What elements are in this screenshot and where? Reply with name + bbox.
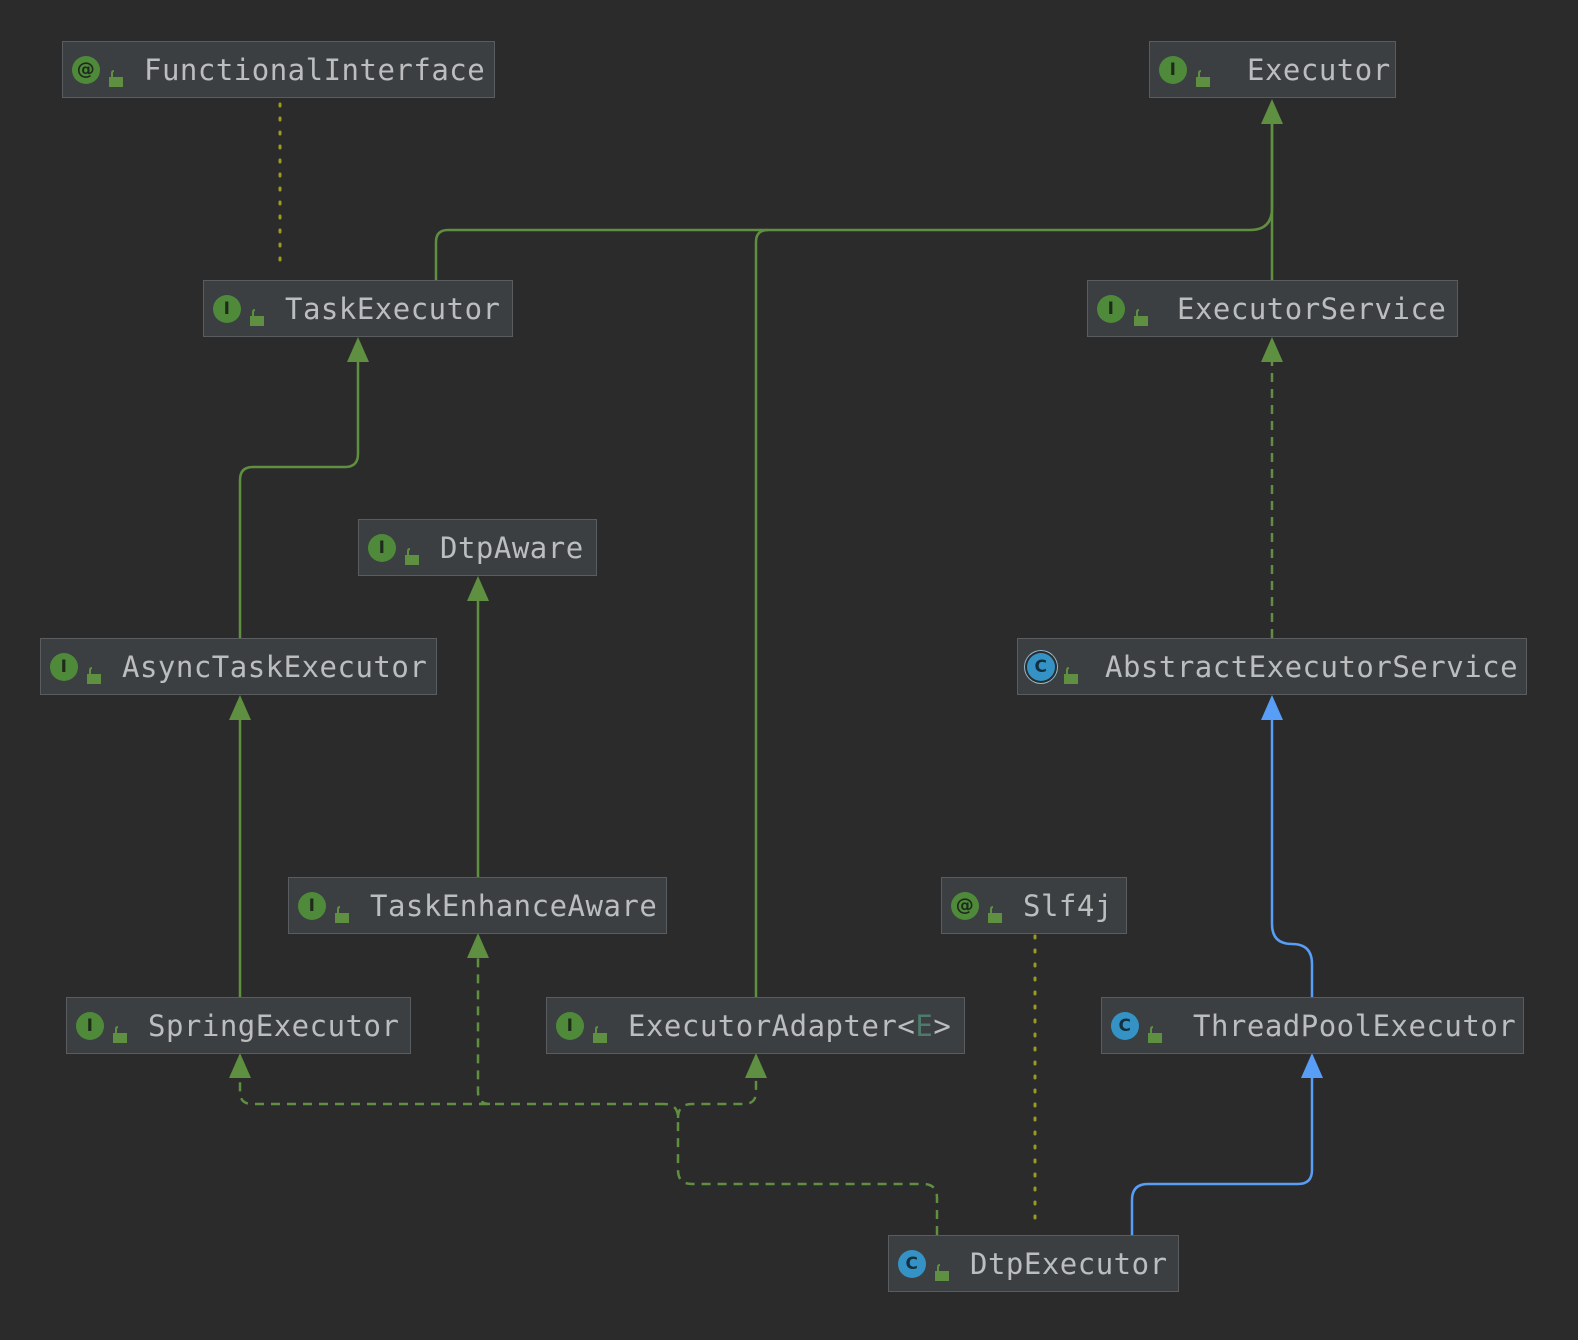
- public-access-icon: [1133, 300, 1149, 326]
- arrowhead-dtp-aware: [467, 576, 489, 601]
- interface-icon: I: [556, 1011, 584, 1040]
- node-label: DtpAware: [440, 530, 584, 565]
- class-icon: C: [898, 1249, 926, 1278]
- node-executor[interactable]: I Executor: [1149, 41, 1396, 98]
- annotation-icon: @: [72, 55, 100, 84]
- edge-dtp-executor-executor-adapter: [676, 1078, 758, 1119]
- edge-task-executor-executor: [434, 120, 1274, 280]
- node-dtp-aware[interactable]: I DtpAware: [358, 519, 597, 576]
- edge-async-task-executor-task-executor: [238, 362, 360, 638]
- arrowhead-executor-adapter: [745, 1053, 767, 1078]
- edge-dtp-executor-spring-executor: [238, 1078, 664, 1106]
- arrowhead-task-enhance-aware: [467, 933, 489, 958]
- node-label: ThreadPoolExecutor: [1193, 1008, 1517, 1043]
- public-access-icon: [112, 1017, 128, 1043]
- arrowhead-executor: [1261, 99, 1283, 124]
- public-access-icon: [334, 897, 350, 923]
- abstract-class-icon: C: [1027, 652, 1055, 681]
- public-access-icon: [249, 300, 265, 326]
- generic-type-parameter: E: [915, 1008, 934, 1043]
- interface-icon: I: [1159, 55, 1187, 84]
- public-access-icon: [86, 658, 102, 684]
- public-access-icon: [404, 539, 420, 565]
- node-label: TaskExecutor: [285, 291, 501, 326]
- node-label: ExecutorService: [1177, 291, 1447, 326]
- node-label: Executor: [1247, 52, 1391, 87]
- node-dtp-executor[interactable]: C DtpExecutor: [888, 1235, 1179, 1292]
- annotation-icon: @: [951, 891, 979, 920]
- node-abstract-executor-service[interactable]: C AbstractExecutorService: [1017, 638, 1527, 695]
- node-task-executor[interactable]: I TaskExecutor: [203, 280, 513, 337]
- node-slf4j[interactable]: @ Slf4j: [941, 877, 1127, 934]
- arrowhead-thread-pool-executor: [1301, 1053, 1323, 1078]
- interface-icon: I: [76, 1011, 104, 1040]
- node-label: ExecutorAdapter: [628, 1008, 898, 1043]
- node-executor-service[interactable]: I ExecutorService: [1087, 280, 1458, 337]
- interface-icon: I: [213, 294, 241, 323]
- interface-icon: I: [368, 533, 396, 562]
- edge-dtp-executor-task-enhance-aware: [476, 958, 491, 1106]
- node-label: AsyncTaskExecutor: [122, 649, 428, 684]
- node-label: FunctionalInterface: [144, 52, 486, 87]
- public-access-icon: [987, 897, 1003, 923]
- edge-executor-adapter-executor: [754, 228, 769, 997]
- node-task-enhance-aware[interactable]: I TaskEnhanceAware: [288, 877, 667, 934]
- interface-icon: I: [50, 652, 78, 681]
- interface-icon: I: [298, 891, 326, 920]
- node-thread-pool-executor[interactable]: C ThreadPoolExecutor: [1101, 997, 1524, 1054]
- node-label: SpringExecutor: [148, 1008, 400, 1043]
- node-label: Slf4j: [1023, 888, 1113, 923]
- arrowhead-executor-service: [1261, 337, 1283, 362]
- edge-dtp-executor-thread-pool-executor: [1130, 1078, 1314, 1235]
- public-access-icon: [1195, 61, 1211, 87]
- class-icon: C: [1111, 1011, 1139, 1040]
- arrowhead-async-task-executor: [229, 695, 251, 720]
- interface-icon: I: [1097, 294, 1125, 323]
- arrowhead-spring-executor: [229, 1053, 251, 1078]
- public-access-icon: [108, 61, 124, 87]
- node-label: TaskEnhanceAware: [370, 888, 658, 923]
- node-label: DtpExecutor: [970, 1246, 1168, 1281]
- public-access-icon: [1063, 658, 1079, 684]
- public-access-icon: [1147, 1017, 1163, 1043]
- public-access-icon: [592, 1017, 608, 1043]
- edge-thread-pool-executor-abstract-executor-service: [1270, 720, 1314, 997]
- node-spring-executor[interactable]: I SpringExecutor: [66, 997, 411, 1054]
- generic-open: <: [897, 1008, 916, 1043]
- node-label: AbstractExecutorService: [1105, 649, 1519, 684]
- arrowhead-task-executor: [347, 337, 369, 362]
- node-async-task-executor[interactable]: I AsyncTaskExecutor: [40, 638, 437, 695]
- node-executor-adapter[interactable]: I ExecutorAdapter<E>: [546, 997, 965, 1054]
- generic-close: >: [933, 1008, 952, 1043]
- node-functional-interface[interactable]: @ FunctionalInterface: [62, 41, 495, 98]
- edge-dtp-executor-implements-trunk: [663, 1102, 939, 1235]
- public-access-icon: [934, 1255, 950, 1281]
- arrowhead-abstract-executor-service: [1261, 695, 1283, 720]
